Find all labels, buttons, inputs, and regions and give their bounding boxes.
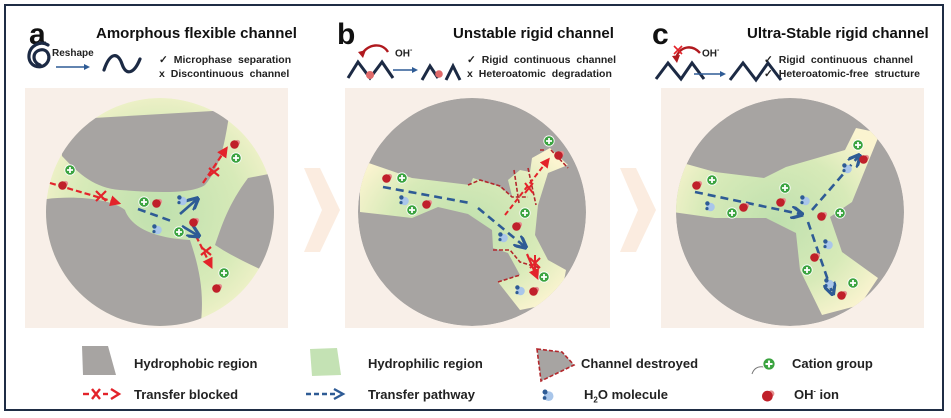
destroyed-edge [497, 274, 521, 283]
check-icon: ✓ [764, 68, 773, 80]
cation-group-icon [64, 164, 76, 176]
cation-group-icon [847, 277, 859, 289]
cation-group-icon [726, 207, 738, 219]
feature-text: Discontinuous channel [170, 68, 290, 80]
hydrophobic-region [60, 110, 230, 193]
cation-group-icon [218, 267, 230, 279]
panel-b-markers [382, 135, 569, 296]
panel-b-letter: b [337, 18, 356, 51]
transfer-pathway-legend-icon [306, 387, 346, 401]
cation-group-icon [173, 226, 185, 238]
cation-group-icon [138, 196, 150, 208]
hydrophobic-legend-icon [82, 346, 116, 375]
panel-c-feature-2: ✓ Heteroatomic-free structure [764, 68, 920, 80]
cation-group-icon [801, 264, 813, 276]
panel-a-feature-1: ✓ Microphase separation [159, 54, 291, 66]
panel-a-title: Amorphous flexible channel [96, 25, 297, 42]
hydrophilic-channel [676, 128, 880, 315]
chevron-separator-1 [304, 168, 340, 252]
cation-group-icon [230, 152, 242, 164]
panel-b-title: Unstable rigid channel [453, 25, 614, 42]
cation-group-icon [706, 174, 718, 186]
legend-pathway-label: Transfer pathway [368, 387, 475, 402]
legend-oh-label: OH- ion [794, 387, 839, 402]
feature-text: Heteroatomic-free structure [778, 68, 921, 80]
panel-a-markers [49, 139, 242, 293]
oh-ion-legend-icon [762, 390, 775, 402]
panel-c-oh-label: OH- [702, 47, 719, 59]
degraded-chain-icon [420, 62, 462, 81]
oh-suffix: ion [815, 387, 839, 402]
oh-prefix: OH [794, 387, 814, 402]
check-icon: ✓ [159, 54, 168, 66]
legend-cation-label: Cation group [792, 356, 873, 371]
oh-charge: - [410, 47, 413, 54]
cross-icon: x [159, 68, 165, 80]
feature-text: Rigid continuous channel [481, 54, 617, 66]
panel-a-feature-2: x Discontinuous channel [159, 68, 289, 80]
cation-group-icon [762, 357, 776, 371]
legend-h2o-label: H2O molecule [584, 387, 668, 405]
cation-group-icon [543, 135, 555, 147]
cation-group-icon [396, 172, 408, 184]
reshape-label: Reshape [52, 48, 94, 59]
legend-hydrophobic-label: Hydrophobic region [134, 356, 258, 371]
h2o-subscript: 2 [593, 395, 598, 405]
panel-c-title: Ultra-Stable rigid channel [747, 25, 929, 42]
chevron-separator-2 [620, 168, 656, 252]
panel-c-letter: c [652, 18, 669, 51]
hydrophilic-legend-icon [310, 348, 341, 376]
channel-destroyed-legend-icon [536, 348, 576, 383]
cation-group-icon [779, 182, 791, 194]
check-icon: ✓ [764, 54, 773, 66]
h2o-molecule-icon [542, 389, 554, 402]
cation-group-icon [519, 207, 531, 219]
cation-group-icon [406, 204, 418, 216]
panel-c-markers [692, 139, 870, 300]
oh-ion-icon [762, 390, 775, 402]
oh-text: OH [395, 48, 410, 60]
reshape-arrow-icon [56, 64, 90, 70]
check-icon: ✓ [467, 54, 476, 66]
feature-text: Microphase separation [173, 54, 292, 66]
legend-hydrophilic-label: Hydrophilic region [368, 356, 483, 371]
stable-chain-icon [654, 45, 706, 82]
oh-attack-arrow-icon [393, 67, 418, 73]
coil-icon [27, 41, 51, 69]
panel-b-oh-label: OH- [395, 47, 412, 59]
panel-b-diagram [358, 98, 586, 326]
wave-icon [102, 54, 142, 74]
legend-destroyed-label: Channel destroyed [581, 356, 699, 371]
cation-group-icon [834, 207, 846, 219]
destroyed-edge [493, 249, 541, 269]
h2o-h: H [584, 387, 594, 402]
feature-text: Heteroatomic degradation [478, 68, 612, 80]
cross-icon: x [467, 68, 473, 80]
cation-group-icon [538, 271, 550, 283]
cation-group-icon [852, 139, 864, 151]
transfer-blocked-legend-icon [83, 387, 122, 401]
intact-chain-icon [728, 60, 783, 83]
feature-text: Rigid continuous channel [778, 54, 914, 66]
h2o-suffix: O molecule [597, 387, 668, 402]
panel-b-feature-1: ✓ Rigid continuous channel [467, 54, 616, 66]
h2o-molecule-legend-icon [542, 389, 554, 402]
panel-b-feature-2: x Heteroatomic degradation [467, 68, 612, 80]
panel-a-diagram [46, 98, 274, 326]
rigid-chain-icon [346, 44, 395, 81]
stable-arrow-icon [694, 71, 726, 77]
oh-charge: - [717, 47, 720, 54]
destroyed-edge [513, 167, 537, 206]
oh-text: OH [702, 48, 717, 60]
panel-c-feature-1: ✓ Rigid continuous channel [764, 54, 913, 66]
oh-superscript: - [813, 388, 816, 396]
cation-group-legend-icon [751, 357, 776, 375]
legend-blocked-label: Transfer blocked [134, 387, 239, 402]
